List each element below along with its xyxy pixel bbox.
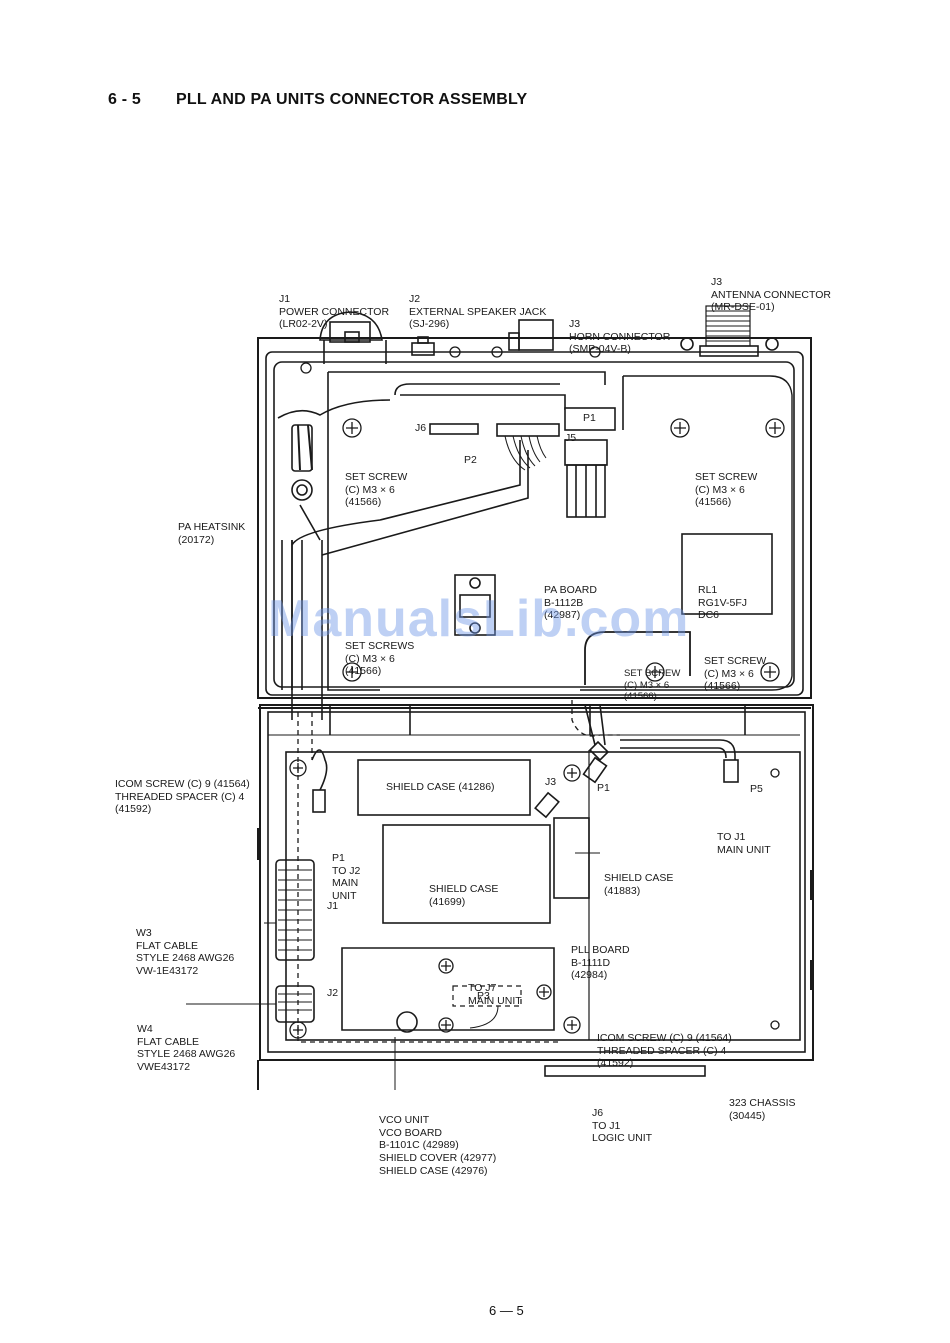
label-shield-case-41699: SHIELD CASE(41699) [429, 883, 499, 908]
label-j5: J5 [565, 432, 577, 444]
leader-lines [186, 852, 600, 1090]
label-j3-pll: J3 [545, 776, 557, 788]
label-shield-case-41883: SHIELD CASE(41883) [604, 872, 674, 897]
page-number: 6 — 5 [489, 1303, 524, 1318]
relay-rl1 [681, 533, 773, 615]
screws [300, 346, 785, 682]
shield-case-41286 [357, 759, 531, 816]
label-p5: P5 [750, 783, 763, 795]
label-pa-heatsink: PA HEATSINK(20172) [178, 521, 246, 546]
label-p3: P3 [477, 990, 490, 1002]
label-set-screw-far-right: SET SCREW(C) M3 × 6(41566) [704, 655, 767, 693]
label-shield-case-41286: SHIELD CASE (41286) [386, 781, 495, 793]
label-j6: J6 [415, 422, 427, 434]
shield-case-41699 [382, 824, 551, 924]
label-set-screws-mid: SET SCREWS(C) M3 × 6(41566) [345, 640, 415, 678]
section-number: 6 - 5 [108, 91, 142, 108]
label-p1-top: P1 [583, 412, 596, 424]
board-connectors [429, 407, 616, 518]
flat-cable-w4 [275, 985, 315, 1023]
label-set-screw-center: SET SCREW(C) M3 × 6(41566) [624, 668, 681, 702]
label-p1-pll: P1 [597, 782, 610, 794]
vco-unit [341, 947, 555, 1033]
label-j1-pll: J1 [327, 900, 339, 912]
label-set-screw-right: SET SCREW(C) M3 × 6(41566) [695, 471, 758, 509]
section-title: PLL AND PA UNITS CONNECTOR ASSEMBLY [176, 91, 528, 108]
power-transistor [454, 574, 496, 636]
label-j2-pll: J2 [327, 987, 339, 999]
label-icom-screw-left: ICOM SCREW (C) 9 (41564)THREADED SPACER … [115, 778, 250, 816]
pa-unit-frame [257, 337, 812, 709]
pll-cables [311, 704, 739, 819]
section-heading: 6 - 5 PLL AND PA UNITS CONNECTOR ASSEMBLY [108, 91, 527, 109]
label-icom-screw-right: ICOM SCREW (C) 9 (41564)THREADED SPACER … [597, 1032, 732, 1070]
watermark: ManualsLib.com [268, 590, 690, 648]
pll-screws [289, 759, 780, 1039]
shield-case-41883 [553, 817, 590, 899]
dashed-cables [297, 700, 620, 1043]
pll-unit-frame [259, 704, 814, 1077]
flat-cable-w3 [275, 859, 315, 961]
label-p2: P2 [464, 454, 477, 466]
label-set-screw-left: SET SCREW(C) M3 × 6(41566) [345, 471, 408, 509]
label-323-chassis: 323 CHASSIS(30445) [729, 1097, 796, 1122]
horn-connector-j3 [508, 319, 554, 351]
